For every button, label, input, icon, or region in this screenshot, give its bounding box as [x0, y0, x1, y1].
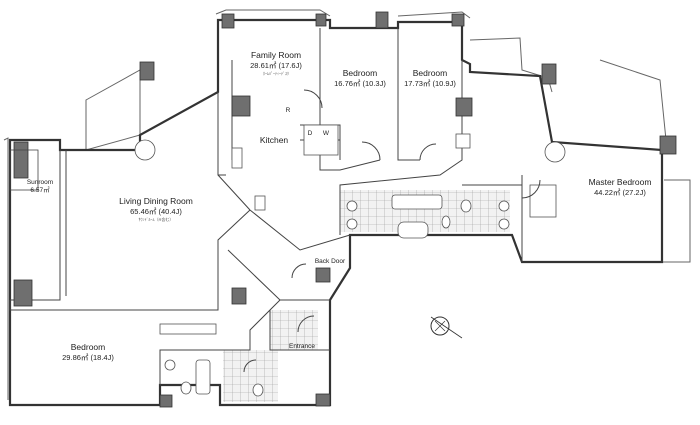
compass-icon — [430, 316, 463, 339]
sunroom-area — [9, 149, 39, 191]
label-living-dining-room: Living Dining Room — [119, 196, 193, 206]
interior-walls — [9, 28, 523, 385]
area-family-room: 28.61㎡ (17.6J) — [250, 61, 302, 70]
label-bedroom-2: Bedroom — [413, 68, 448, 78]
door-swings — [243, 89, 541, 373]
note-family-room: ﾎｰﾑﾊﾟｰﾃｨｰﾃﾞｽｸ — [263, 70, 289, 76]
area-sunroom: 6.57㎡ — [30, 185, 50, 194]
label-bedroom-3: Bedroom — [71, 342, 106, 352]
balconies — [3, 9, 691, 400]
label-washer: W — [323, 130, 330, 137]
label-refrigerator: R — [286, 107, 291, 114]
label-back-door: Back Door — [315, 258, 346, 265]
area-master-bedroom: 44.22㎡ (27.2J) — [594, 188, 646, 197]
note-living-dining-room: ｻｳﾝﾄﾞﾙｰﾑ（R含む） — [139, 216, 174, 222]
label-dryer: D — [308, 130, 313, 137]
area-living-dining-room: 65.46㎡ (40.4J) — [130, 207, 182, 216]
label-sunroom: Sunroom — [27, 179, 53, 186]
area-bedroom-3: 29.86㎡ (18.4J) — [62, 353, 114, 362]
area-bedroom-2: 17.73㎡ (10.9J) — [404, 79, 456, 88]
room-labels: Family Room 28.61㎡ (17.6J) ﾎｰﾑﾊﾟｰﾃｨｰﾃﾞｽｸ… — [27, 50, 652, 362]
label-master-bedroom: Master Bedroom — [589, 177, 652, 187]
columns — [13, 11, 677, 408]
label-entrance: Entrance — [289, 343, 315, 350]
outer-walls — [8, 18, 664, 407]
fixtures — [159, 124, 557, 397]
label-bedroom-1: Bedroom — [343, 68, 378, 78]
label-family-room: Family Room — [251, 50, 301, 60]
label-kitchen: Kitchen — [260, 135, 289, 145]
area-bedroom-1: 16.76㎡ (10.3J) — [334, 79, 386, 88]
